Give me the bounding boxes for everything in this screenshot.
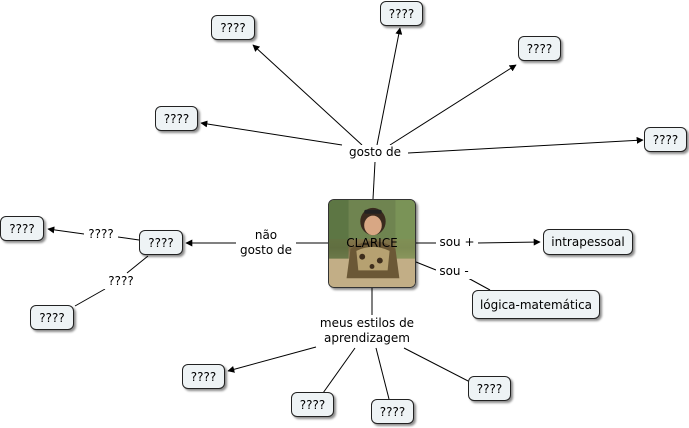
link-gosto-de: gosto de bbox=[342, 145, 408, 160]
edge-gosto-top3 bbox=[389, 64, 517, 146]
concept-node-logica-matematica[interactable]: lógica-matemática bbox=[472, 290, 600, 319]
concept-node-intrapessoal[interactable]: intrapessoal bbox=[543, 229, 633, 255]
edge-estilos-bottom3 bbox=[375, 347, 390, 400]
link-sou-menos-text: sou - bbox=[439, 264, 469, 278]
edge-label2-left2 bbox=[74, 288, 106, 307]
concept-node-top-3[interactable]: ???? bbox=[518, 36, 561, 61]
link-meus-estilos-line1: meus estilos de bbox=[319, 316, 415, 330]
link-meus-estilos-line2: aprendizagem bbox=[324, 331, 410, 345]
concept-node-bottom-1[interactable]: ???? bbox=[182, 364, 225, 389]
link-nao-gosto-de-line2: gosto de bbox=[239, 243, 293, 257]
concept-node-bottom-2[interactable]: ???? bbox=[291, 392, 334, 417]
concept-node-top-5[interactable]: ???? bbox=[644, 127, 687, 152]
edge-label1-left1 bbox=[47, 226, 85, 235]
concept-node-bottom-4[interactable]: ???? bbox=[468, 376, 511, 401]
photo-of-person-icon bbox=[329, 200, 415, 287]
edge-estilos-bottom1 bbox=[227, 346, 317, 373]
edge-gosto-top2 bbox=[376, 27, 403, 146]
edge-estilos-bottom2 bbox=[322, 347, 356, 394]
edge-center-gosto bbox=[372, 161, 376, 200]
link-left-unknown-2: ???? bbox=[104, 274, 138, 289]
concept-node-top-4[interactable]: ???? bbox=[155, 106, 198, 131]
edge-gosto-top1 bbox=[252, 44, 363, 146]
center-label: CLARICE bbox=[346, 236, 398, 250]
link-sou-mais: sou + bbox=[436, 235, 478, 250]
center-node[interactable]: CLARICE bbox=[328, 199, 416, 288]
link-nao-gosto-de-line1: não bbox=[254, 228, 278, 242]
concept-node-left-2[interactable]: ???? bbox=[30, 305, 74, 330]
concept-node-top-2[interactable]: ???? bbox=[380, 1, 423, 26]
edge-soumais-intra bbox=[476, 238, 541, 246]
link-meus-estilos: meus estilos de aprendizagem bbox=[312, 316, 422, 346]
concept-node-left-hub[interactable]: ???? bbox=[139, 230, 183, 255]
concept-node-top-1[interactable]: ???? bbox=[211, 15, 255, 40]
edge-hub-label1 bbox=[117, 236, 140, 241]
link-left-unknown-2-text: ???? bbox=[108, 274, 134, 288]
link-sou-menos: sou - bbox=[436, 264, 472, 279]
link-gosto-de-text: gosto de bbox=[348, 145, 402, 159]
edge-gosto-top4 bbox=[200, 120, 343, 146]
edge-soumenos-logica bbox=[467, 277, 491, 291]
link-sou-mais-text: sou + bbox=[439, 235, 475, 249]
concept-node-bottom-3[interactable]: ???? bbox=[371, 399, 414, 424]
edge-gosto-top5 bbox=[407, 136, 644, 154]
concept-node-left-1[interactable]: ???? bbox=[0, 216, 44, 241]
link-left-unknown-1: ???? bbox=[84, 227, 118, 242]
edge-estilos-bottom4 bbox=[403, 347, 471, 383]
edge-hub-label2 bbox=[126, 255, 149, 274]
edge-center-soumenos bbox=[415, 261, 437, 271]
link-nao-gosto-de: não gosto de bbox=[236, 228, 296, 258]
link-left-unknown-1-text: ???? bbox=[88, 227, 114, 241]
